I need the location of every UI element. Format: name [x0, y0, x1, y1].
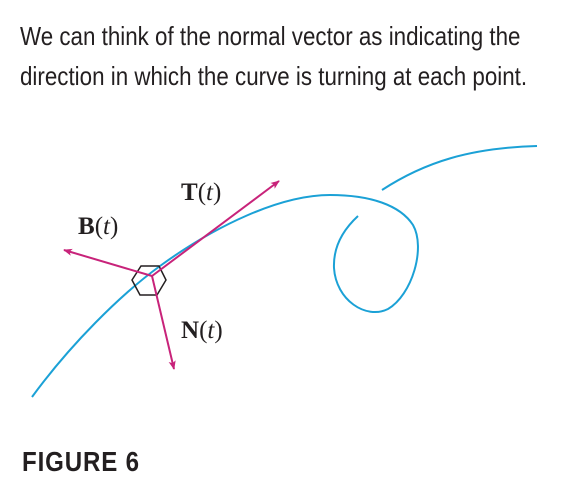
tangent-vector-label: T(t): [181, 179, 221, 206]
binormal-vector-label: B(t): [78, 213, 118, 240]
normal-vector-label: N(t): [181, 317, 223, 344]
normal-vector-arrow: [151, 275, 176, 370]
figure-label: FIGURE 6: [22, 446, 140, 477]
space-curve: [31, 193, 419, 398]
tangent-vector-arrow: [151, 180, 280, 277]
binormal-vector-arrow: [63, 248, 153, 277]
space-curve-continuation: [381, 145, 538, 191]
caption-text: We can think of the normal vector as ind…: [20, 21, 528, 91]
